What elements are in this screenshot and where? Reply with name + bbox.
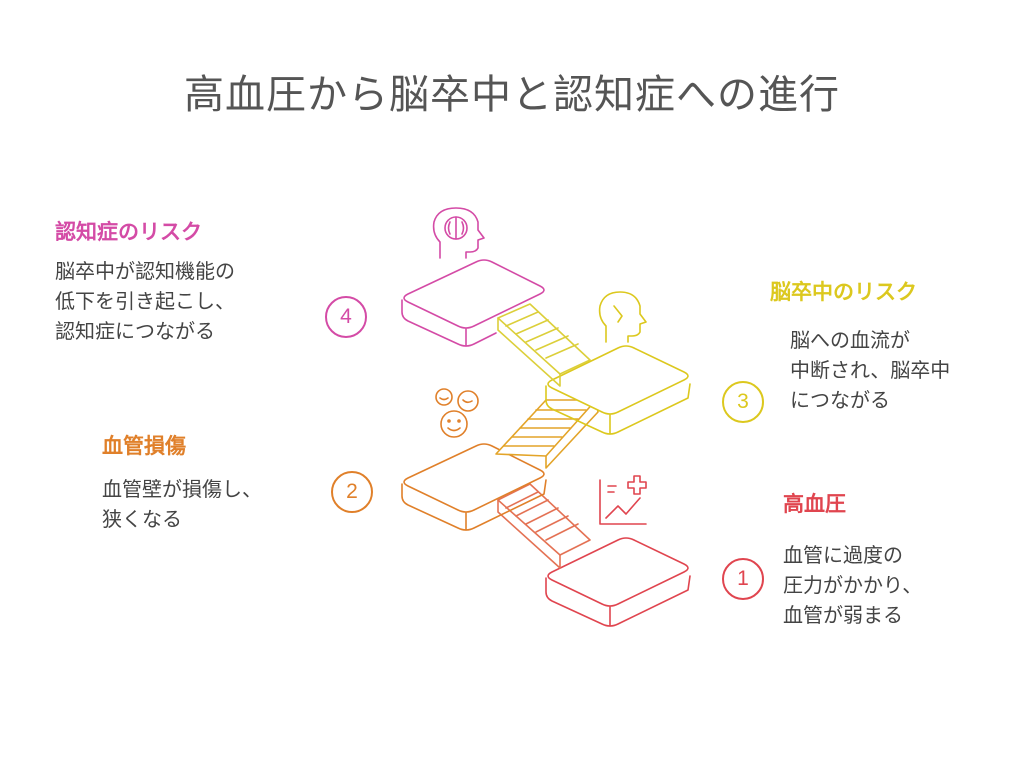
platform-4 (401, 259, 545, 347)
step-2-number-badge: 2 (331, 471, 373, 513)
step-1-title: 高血圧 (783, 492, 846, 516)
brain-head-icon (432, 207, 485, 259)
heart-monitor-icon (599, 475, 647, 525)
stairs-3-4 (497, 303, 591, 387)
head-icon (598, 291, 647, 343)
step-4-title: 認知症のリスク (55, 220, 202, 244)
page-title: 高血圧から脳卒中と認知症への進行 (184, 72, 840, 118)
stairs-1-2 (497, 483, 591, 569)
step-3-number-badge: 3 (722, 381, 764, 423)
step-3-title: 脳卒中のリスク (770, 280, 917, 304)
step-1-number-badge: 1 (722, 558, 764, 600)
platform-1 (545, 537, 691, 627)
step-2-title: 血管損傷 (102, 434, 186, 458)
face-emotions-icon (435, 388, 479, 438)
step-4-number-badge: 4 (325, 296, 367, 338)
stairs-2-3 (495, 399, 599, 469)
step-3-description: 脳への血流が 中断され、脳卒中 につながる (790, 328, 951, 412)
platform-3 (545, 345, 691, 435)
step-4-description: 脳卒中が認知機能の 低下を引き起こし、 認知症につながる (55, 259, 235, 343)
platform-2 (401, 443, 547, 531)
step-2-description: 血管壁が損傷し、 狭くなる (102, 477, 262, 531)
step-1-description: 血管に過度の 圧力がかかり、 血管が弱まる (783, 543, 923, 627)
